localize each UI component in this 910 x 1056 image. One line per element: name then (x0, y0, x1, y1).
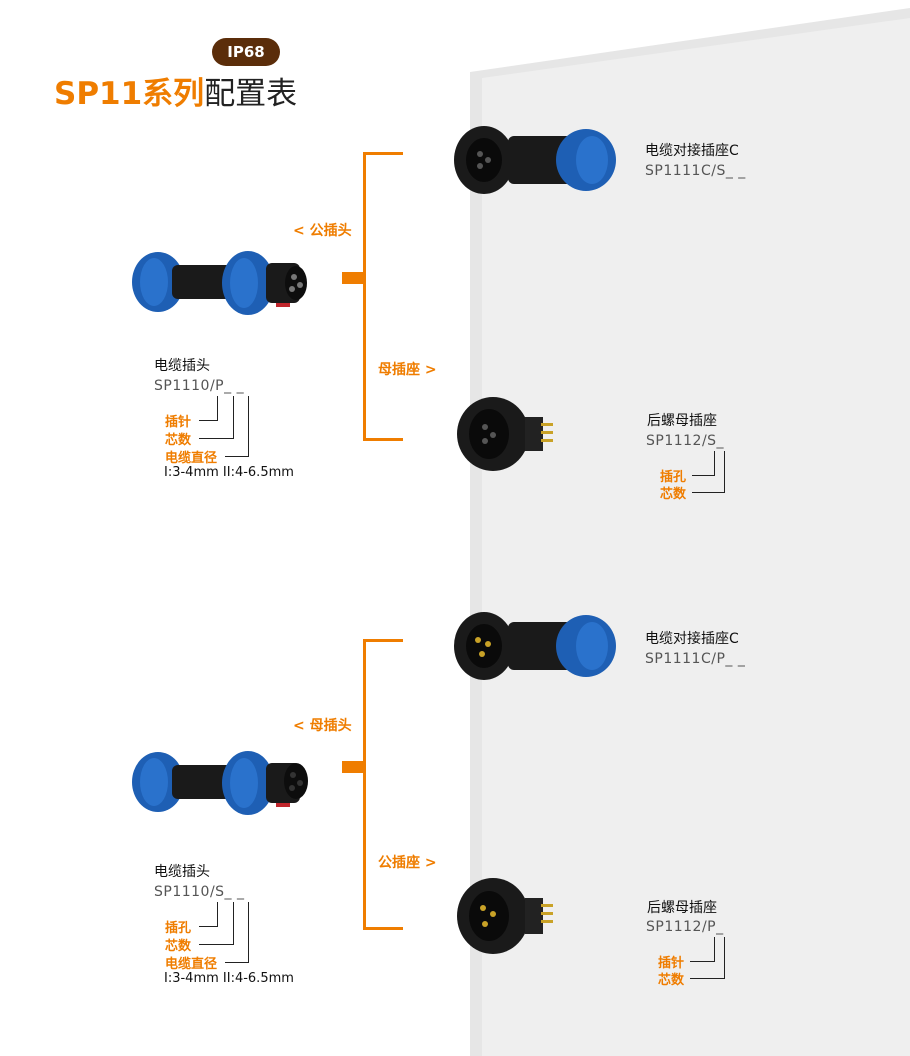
legend-line (690, 961, 714, 962)
bracket-vertical (363, 152, 366, 441)
bracket-vertical (363, 639, 366, 930)
top-product-name: 电缆对接插座C (645, 143, 739, 159)
bottom-product-name: 后螺母插座 (647, 900, 717, 916)
legend-line (714, 451, 715, 476)
legend-line (199, 944, 233, 945)
top-product-code: SP1111C/S_ _ (645, 163, 746, 179)
legend-item: 芯数 (165, 433, 192, 448)
legend-item: 电缆直径 (165, 451, 218, 466)
cable-plug-image (132, 751, 308, 815)
cable-receptacle-image (454, 126, 616, 194)
legend-line (233, 396, 234, 439)
title-series: SP11系列 (54, 76, 205, 112)
background-panel (470, 8, 910, 1056)
diameter-range: I:3-4mm II:4-6.5mm (164, 971, 294, 986)
rear-nut-receptacle-image (457, 397, 553, 471)
bottom-branch-label: 公插座 > (378, 855, 437, 871)
legend-line (225, 962, 248, 963)
legend-line (724, 451, 725, 493)
bracket-top-arm (363, 639, 403, 642)
plug-code: SP1110/P_ _ (154, 378, 245, 394)
legend-line (217, 902, 218, 927)
legend-line (690, 978, 724, 979)
legend-line (199, 438, 233, 439)
legend-line (199, 420, 217, 421)
legend-line (233, 902, 234, 945)
legend-item: 插孔 (660, 470, 687, 485)
legend-item: 芯数 (658, 973, 685, 988)
legend-line (248, 902, 249, 963)
legend-item: 插针 (165, 415, 192, 430)
top-product-name: 电缆对接插座C (645, 631, 739, 647)
legend-line (199, 926, 217, 927)
legend-line (217, 396, 218, 421)
cable-receptacle-image (454, 612, 616, 680)
cable-plug-image (132, 251, 307, 315)
bracket-bottom-arm (363, 438, 403, 441)
plug-name: 电缆插头 (154, 358, 210, 374)
legend-line (724, 937, 725, 979)
legend-item: 插针 (658, 956, 685, 971)
legend-line (692, 492, 724, 493)
plug-name: 电缆插头 (154, 864, 210, 880)
rear-nut-receptacle-image (457, 878, 553, 954)
legend-item: 芯数 (165, 939, 192, 954)
legend-item: 插孔 (165, 921, 192, 936)
legend-line (692, 475, 714, 476)
top-branch-label: < 母插头 (293, 718, 352, 734)
bracket-stub (342, 761, 364, 773)
top-branch-label: < 公插头 (293, 223, 352, 239)
bracket-top-arm (363, 152, 403, 155)
page-title: SP11系列配置表 (54, 74, 297, 114)
top-product-code: SP1111C/P_ _ (645, 651, 746, 667)
ip68-badge: IP68 (212, 38, 280, 66)
legend-item: 电缆直径 (165, 957, 218, 972)
diameter-range: I:3-4mm II:4-6.5mm (164, 465, 294, 480)
bottom-product-code: SP1112/S_ (646, 433, 725, 449)
legend-line (225, 456, 248, 457)
legend-item: 芯数 (660, 487, 687, 502)
legend-line (248, 396, 249, 457)
bracket-stub (342, 272, 364, 284)
plug-code: SP1110/S_ _ (154, 884, 245, 900)
legend-line (714, 937, 715, 962)
bottom-product-name: 后螺母插座 (647, 413, 717, 429)
bottom-branch-label: 母插座 > (378, 362, 437, 378)
bracket-bottom-arm (363, 927, 403, 930)
title-rest: 配置表 (204, 76, 298, 112)
bottom-product-code: SP1112/P_ (646, 919, 724, 935)
